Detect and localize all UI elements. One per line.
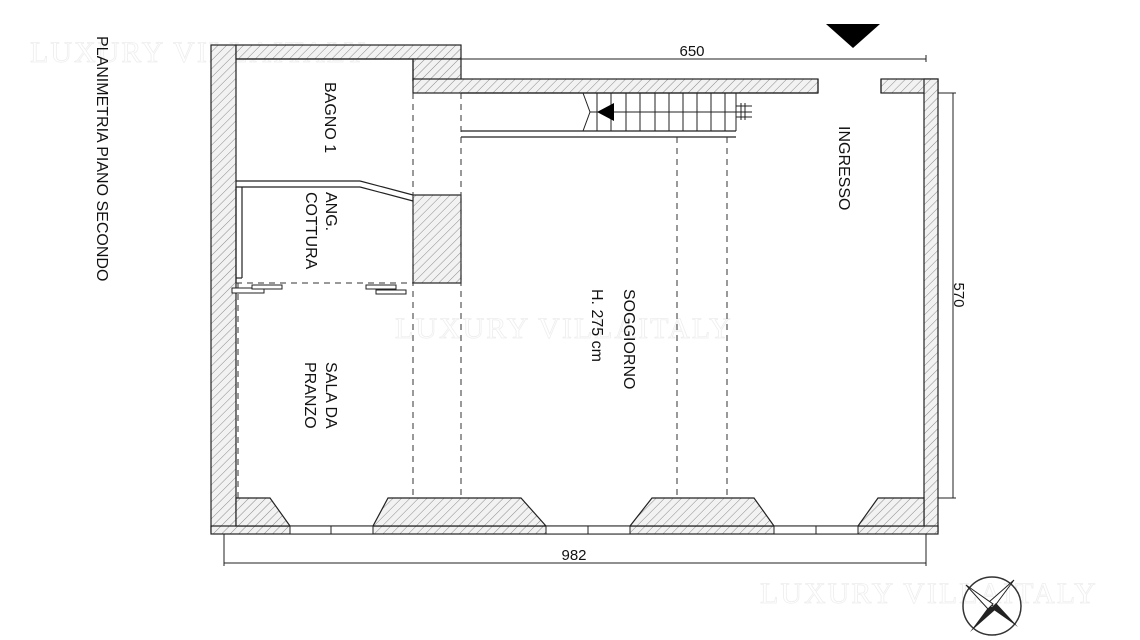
plan-title: PLANIMETRIA PIANO SECONDO <box>93 36 110 281</box>
wall-column-top <box>412 58 462 82</box>
pier-3 <box>628 497 776 527</box>
watermarks: LUXURY VILLAITALY LUXURY VILLAITALY LUXU… <box>30 36 1098 611</box>
wall-column-kitchen <box>412 194 462 284</box>
room-labels: BAGNO 1 ANG. COTTURA SALA DA PRANZO SOGG… <box>301 82 852 429</box>
compass-rose-icon <box>962 576 1022 636</box>
room-label-pranzo: PRANZO <box>301 362 318 429</box>
dimension-bottom: 982 <box>561 547 586 564</box>
wall-right <box>923 78 939 533</box>
wall-top-left <box>235 44 462 60</box>
stair-direction-arrow-icon <box>597 103 614 121</box>
windows <box>289 525 859 535</box>
staircase <box>582 92 752 132</box>
watermark-bottom: LUXURY VILLAITALY <box>760 577 1098 610</box>
room-label-ingresso: INGRESSO <box>835 126 852 210</box>
entrance-arrow-icon <box>826 24 880 48</box>
room-label-cottura: COTTURA <box>302 192 319 270</box>
sliding-doors <box>231 284 407 295</box>
dimension-right: 570 <box>950 282 967 307</box>
wall-top <box>412 78 819 94</box>
dashed-lines <box>236 93 728 498</box>
pier-1 <box>235 497 292 527</box>
sliding-door-right-2 <box>375 289 407 295</box>
room-label-soggiorno: SOGGIORNO <box>620 289 637 389</box>
room-label-sala: SALA DA <box>322 362 339 429</box>
partitions <box>235 58 882 283</box>
pier-4 <box>856 497 925 527</box>
dimension-lines <box>223 55 956 566</box>
bottom-piers <box>235 497 925 527</box>
sliding-door-left <box>231 287 265 294</box>
watermark-center: LUXURY VILLAITALY <box>395 312 733 345</box>
room-label-ang: ANG. <box>322 192 339 231</box>
dimension-top: 650 <box>679 43 704 60</box>
sliding-door-right <box>365 284 397 290</box>
room-label-bagno: BAGNO 1 <box>321 82 338 153</box>
room-label-height: H. 275 cm <box>588 289 605 362</box>
sliding-door-left-2 <box>251 284 283 290</box>
pier-2 <box>371 497 548 527</box>
walls <box>210 44 939 535</box>
